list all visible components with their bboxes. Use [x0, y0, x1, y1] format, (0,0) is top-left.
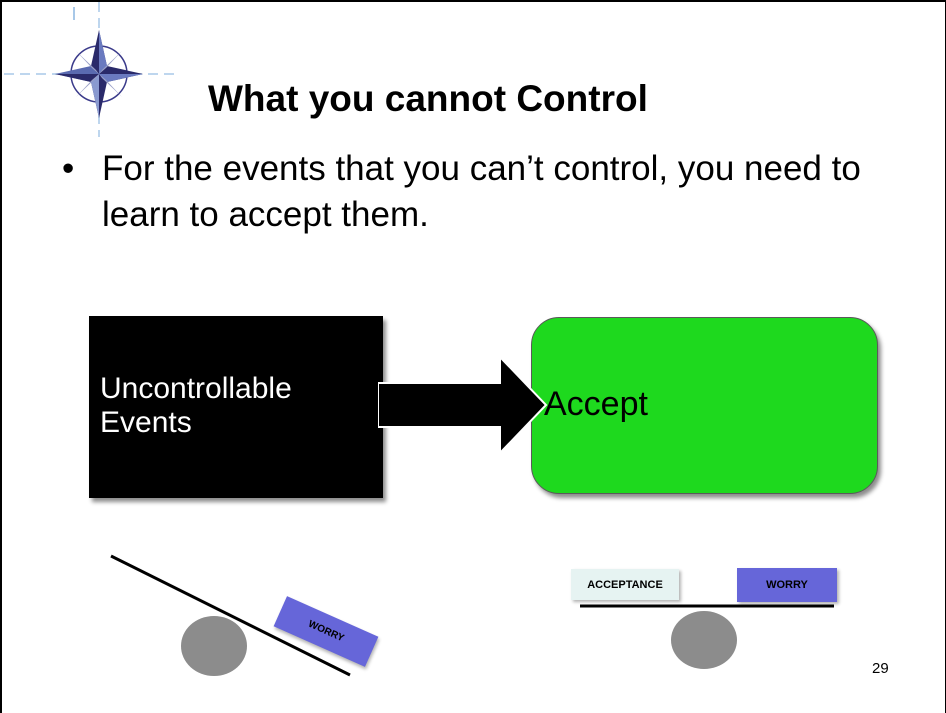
- right-arrow-icon: [378, 355, 548, 455]
- balanced-scale: [580, 604, 834, 669]
- bullet-text: For the events that you can’t control, y…: [102, 149, 861, 234]
- worry-block-balanced: WORRY: [737, 568, 837, 602]
- accept-box: [531, 317, 878, 494]
- uncontrollable-events-box: [89, 316, 383, 498]
- slide-border-top: [0, 0, 946, 2]
- slide-title: What you cannot Control: [208, 78, 648, 119]
- slide-border-left: [0, 0, 2, 713]
- uncontrollable-events-label: Uncontrollable Events: [100, 372, 292, 439]
- tilted-scale: [110, 554, 351, 677]
- page-number: 29: [872, 660, 889, 677]
- compass-rose-icon: [4, 2, 174, 137]
- acceptance-block: ACCEPTANCE: [571, 569, 679, 600]
- bullet-marker: •: [62, 149, 75, 188]
- accept-label: Accept: [544, 385, 648, 423]
